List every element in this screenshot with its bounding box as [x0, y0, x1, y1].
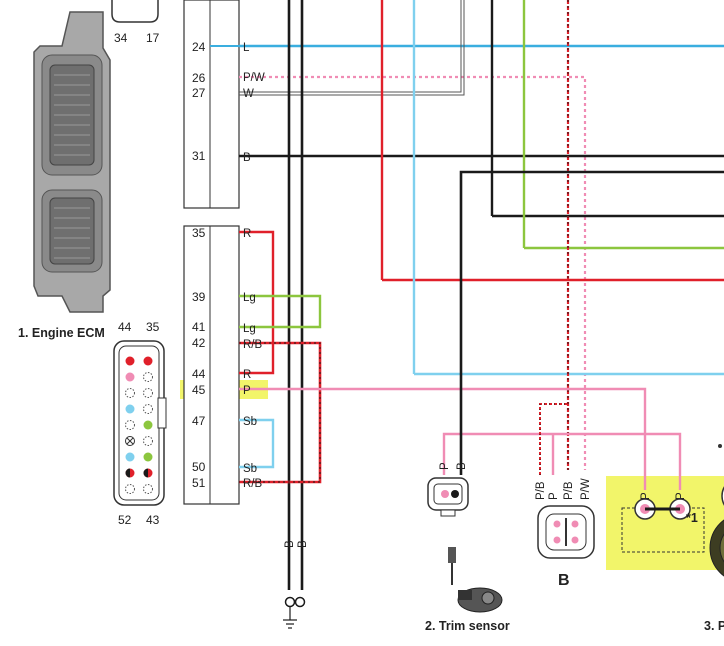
pin-42-number: 42: [192, 336, 206, 350]
ground-wire-label-1: B: [284, 540, 296, 548]
part3-label: 3. P: [704, 619, 724, 633]
pin-47-number: 47: [192, 414, 206, 428]
terminal-block-upper: [183, 0, 240, 209]
pin-42-wire: R/B: [243, 339, 263, 351]
connector-b-wire-label-4: P/W: [580, 478, 592, 500]
part3-wire-label-2: P: [675, 492, 687, 500]
pin-35-wire: R: [243, 228, 251, 240]
upper-connector: [111, 0, 159, 23]
ground-wire-label-2: B: [297, 540, 309, 548]
pin-39-wire: Lg: [243, 292, 256, 304]
upper-connector-number-1: 34: [114, 31, 128, 45]
trim-wire-label-2: B: [456, 462, 468, 470]
ecm-connector-number-top-left: 44: [118, 320, 132, 334]
ecm-connector-face: [113, 340, 167, 506]
pin-24-number: 24: [192, 40, 206, 54]
pin-50-number: 50: [192, 460, 206, 474]
terminal-block-lower: [183, 225, 240, 505]
trim-wire-label-1: P: [439, 462, 451, 470]
connector-b: [537, 505, 595, 559]
note-marker: *1: [686, 511, 698, 525]
trim-sensor-connector: [427, 477, 469, 517]
pin-39-number: 39: [192, 290, 206, 304]
pin-45-wire: P: [243, 385, 251, 397]
pin-50-wire: Sb: [243, 463, 257, 475]
pin-31-wire: B: [243, 152, 251, 164]
pin-41-number: 41: [192, 320, 206, 334]
lower-pin-rows: 35 R 39 Lg 41 Lg 42 R/B 44 R 45 P 47 Sb …: [192, 226, 263, 490]
pin-35-number: 35: [192, 226, 206, 240]
pin-24-wire: L: [243, 42, 250, 54]
trim-sensor-icon: [448, 547, 503, 613]
pin-26-number: 26: [192, 71, 206, 85]
pin-27-number: 27: [192, 86, 206, 100]
ecm-connector-number-bottom-left: 52: [118, 513, 132, 527]
highlight-part3-connector: [606, 476, 724, 570]
upper-connector-number-2: 17: [146, 31, 160, 45]
engine-ecm-label: 1. Engine ECM: [18, 326, 105, 340]
pin-51-wire: R/B: [243, 478, 263, 490]
pin-44-wire: R: [243, 369, 251, 381]
ecm-connector-number-top-right: 35: [146, 320, 160, 334]
pin-26-wire: P/W: [243, 72, 265, 84]
pin-44-number: 44: [192, 367, 206, 381]
part3-connector: [621, 498, 705, 553]
ecm-connector-number-bottom-right: 43: [146, 513, 160, 527]
pin-45-number: 45: [192, 383, 206, 397]
ground-icon: [283, 596, 306, 629]
pin-51-number: 51: [192, 476, 206, 490]
connector-b-wire-label-2: P: [548, 492, 560, 500]
connector-b-label: B: [558, 572, 570, 589]
upper-pin-rows: 24 L 26 P/W 27 W 31 B: [192, 40, 265, 164]
connector-b-wire-label-3: P/B: [563, 481, 575, 500]
engine-ecm-unit: [33, 11, 111, 313]
pin-47-wire: Sb: [243, 416, 257, 428]
connector-b-wire-label-1: P/B: [535, 481, 547, 500]
pin-31-number: 31: [192, 149, 206, 163]
pin-41-wire: Lg: [243, 323, 256, 335]
pin-27-wire: W: [243, 88, 254, 100]
trim-sensor-label: 2. Trim sensor: [425, 619, 510, 633]
part3-wire-label-1: P: [640, 492, 652, 500]
